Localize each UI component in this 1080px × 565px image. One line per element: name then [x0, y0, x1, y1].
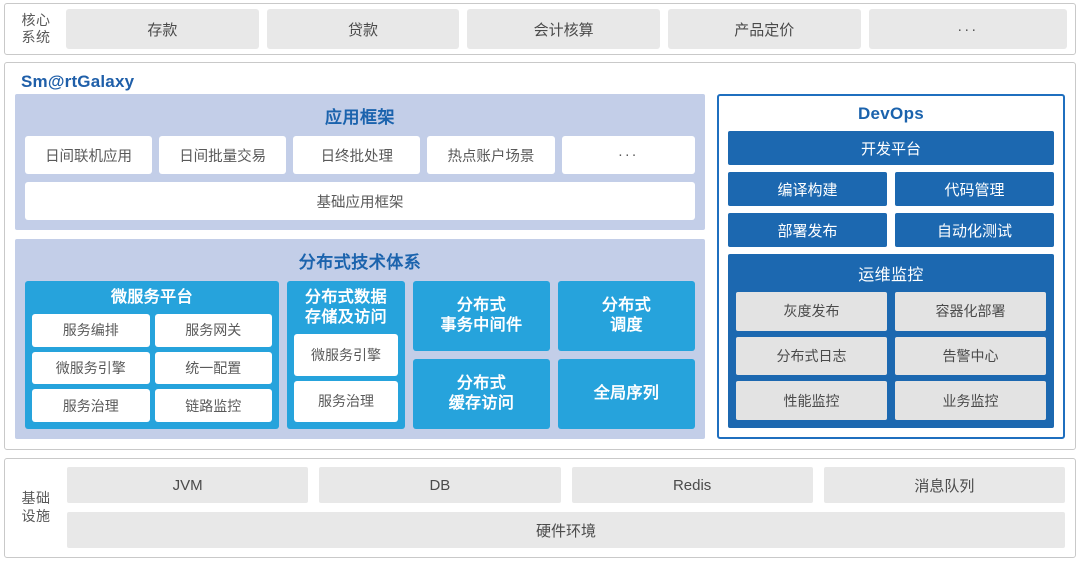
devops-row-build: 编译构建 代码管理 — [728, 172, 1054, 206]
smartgalaxy-left-column: 应用框架 日间联机应用 日间批量交易 日终批处理 热点账户场景 ··· 基础应用… — [15, 94, 705, 439]
core-systems-panel: 核心 系统 存款 贷款 会计核算 产品定价 ··· — [4, 3, 1076, 55]
application-framework-chips: 日间联机应用 日间批量交易 日终批处理 热点账户场景 ··· — [25, 136, 695, 174]
global-sequence-box[interactable]: 全局序列 — [558, 359, 695, 429]
distributed-cache-access-title: 分布式 缓存访问 — [449, 374, 515, 414]
global-sequence-title: 全局序列 — [593, 385, 660, 402]
devops-code-management[interactable]: 代码管理 — [895, 172, 1054, 206]
infra-hardware-environment[interactable]: 硬件环境 — [67, 512, 1065, 548]
infrastructure-label-line2: 设施 — [21, 507, 51, 524]
dist-column-microservice: 微服务平台 服务编排 服务网关 微服务引擎 统一配置 服务治理 链路监控 — [25, 281, 279, 429]
ds-title-line1: 分布式 — [601, 297, 652, 314]
distributed-data-storage-items: 微服务引擎 服务治理 — [287, 334, 405, 429]
app-chip-daytime-online[interactable]: 日间联机应用 — [25, 136, 153, 174]
ms-chip-unified-config[interactable]: 统一配置 — [154, 351, 272, 385]
smartgalaxy-body: 应用框架 日间联机应用 日间批量交易 日终批处理 热点账户场景 ··· 基础应用… — [15, 94, 1065, 439]
infra-chip-redis[interactable]: Redis — [571, 467, 813, 503]
smartgalaxy-panel: Sm@rtGalaxy 应用框架 日间联机应用 日间批量交易 日终批处理 热点账… — [4, 62, 1076, 450]
dtm-title-line1: 分布式 — [456, 297, 507, 314]
devops-section: DevOps 开发平台 编译构建 代码管理 部署发布 自动化测试 运维监控 灰度… — [717, 94, 1065, 439]
infra-chip-db[interactable]: DB — [319, 467, 561, 503]
distributed-transaction-middleware-title: 分布式 事务中间件 — [440, 296, 522, 336]
distributed-data-storage-box: 分布式数据 存储及访问 微服务引擎 服务治理 — [287, 281, 405, 429]
devops-dev-platform[interactable]: 开发平台 — [728, 131, 1054, 165]
dca-title-line1: 分布式 — [456, 375, 507, 392]
distributed-scheduling-box[interactable]: 分布式 调度 — [558, 281, 695, 351]
distributed-scheduling-title: 分布式 调度 — [602, 296, 651, 336]
ops-chip-performance-monitoring[interactable]: 性能监控 — [736, 381, 887, 420]
distributed-transaction-middleware-box[interactable]: 分布式 事务中间件 — [413, 281, 550, 351]
app-chip-daytime-batch[interactable]: 日间批量交易 — [159, 136, 287, 174]
devops-compile-build[interactable]: 编译构建 — [728, 172, 887, 206]
dds-title-line2: 存储及访问 — [304, 309, 387, 326]
application-framework-section: 应用框架 日间联机应用 日间批量交易 日终批处理 热点账户场景 ··· 基础应用… — [15, 94, 705, 230]
core-system-pricing[interactable]: 产品定价 — [667, 9, 861, 49]
ms-chip-microservice-engine[interactable]: 微服务引擎 — [32, 351, 150, 385]
ms-chip-service-gateway[interactable]: 服务网关 — [154, 314, 272, 347]
ops-monitoring-items: 灰度发布 容器化部署 分布式日志 告警中心 性能监控 业务监控 — [736, 292, 1046, 420]
dist-column-data-storage: 分布式数据 存储及访问 微服务引擎 服务治理 — [287, 281, 405, 429]
devops-automated-testing[interactable]: 自动化测试 — [895, 213, 1054, 247]
ops-chip-containerized-deploy[interactable]: 容器化部署 — [895, 292, 1046, 331]
infrastructure-label-line1: 基础 — [21, 490, 51, 507]
infra-chip-message-queue[interactable]: 消息队列 — [823, 467, 1065, 503]
app-chip-hotspot-account[interactable]: 热点账户场景 — [427, 136, 555, 174]
ms-chip-trace-monitoring[interactable]: 链路监控 — [154, 389, 272, 422]
distributed-cache-access-box[interactable]: 分布式 缓存访问 — [413, 359, 550, 429]
devops-row-deploy: 部署发布 自动化测试 — [728, 213, 1054, 247]
devops-title: DevOps — [857, 104, 925, 123]
microservice-platform-box: 微服务平台 服务编排 服务网关 微服务引擎 统一配置 服务治理 链路监控 — [25, 281, 279, 429]
application-framework-title: 应用框架 — [325, 108, 395, 127]
ops-chip-distributed-logging[interactable]: 分布式日志 — [736, 336, 887, 376]
microservice-platform-items: 服务编排 服务网关 微服务引擎 统一配置 服务治理 链路监控 — [25, 314, 279, 429]
ops-chip-alert-center[interactable]: 告警中心 — [895, 336, 1046, 376]
core-system-deposit[interactable]: 存款 — [66, 9, 259, 49]
ds-title-line2: 调度 — [610, 317, 643, 334]
core-systems-items: 存款 贷款 会计核算 产品定价 ··· — [61, 9, 1067, 49]
core-system-accounting[interactable]: 会计核算 — [467, 9, 660, 49]
devops-deploy-release[interactable]: 部署发布 — [728, 213, 887, 247]
infrastructure-panel: 基础 设施 JVM DB Redis 消息队列 硬件环境 — [4, 458, 1076, 558]
ops-chip-gray-release[interactable]: 灰度发布 — [736, 292, 887, 331]
smartgalaxy-title: Sm@rtGalaxy — [21, 72, 135, 91]
core-system-more[interactable]: ··· — [868, 9, 1067, 49]
microservice-platform-title: 微服务平台 — [110, 289, 193, 306]
dds-chip-microservice-engine[interactable]: 微服务引擎 — [294, 334, 398, 376]
dist-column-transaction: 分布式 事务中间件 分布式 缓存访问 — [413, 281, 550, 429]
infra-chip-jvm[interactable]: JVM — [67, 467, 309, 503]
infrastructure-label: 基础 设施 — [11, 467, 61, 548]
dca-title-line2: 缓存访问 — [448, 395, 515, 412]
dds-chip-service-governance[interactable]: 服务治理 — [294, 380, 398, 422]
infrastructure-body: JVM DB Redis 消息队列 硬件环境 — [61, 467, 1065, 548]
dds-title-line1: 分布式数据 — [304, 289, 387, 306]
distributed-tech-columns: 微服务平台 服务编排 服务网关 微服务引擎 统一配置 服务治理 链路监控 — [25, 281, 695, 429]
distributed-data-storage-title: 分布式数据 存储及访问 — [287, 281, 405, 334]
ms-chip-service-orchestration[interactable]: 服务编排 — [32, 314, 150, 347]
dist-column-scheduling: 分布式 调度 全局序列 — [558, 281, 695, 429]
distributed-tech-title: 分布式技术体系 — [298, 253, 422, 272]
app-chip-more[interactable]: ··· — [561, 136, 695, 174]
ms-chip-service-governance[interactable]: 服务治理 — [32, 389, 150, 422]
app-chip-eod-batch[interactable]: 日终批处理 — [293, 136, 421, 174]
core-systems-label-line1: 核心 — [21, 11, 51, 28]
smartgalaxy-right-column: DevOps 开发平台 编译构建 代码管理 部署发布 自动化测试 运维监控 灰度… — [717, 94, 1065, 439]
ops-monitoring-title: 运维监控 — [858, 267, 924, 284]
core-systems-label-line2: 系统 — [21, 29, 51, 45]
dtm-title-line2: 事务中间件 — [440, 317, 523, 334]
distributed-tech-section: 分布式技术体系 微服务平台 服务编排 服务网关 微服务引擎 统一配置 — [15, 239, 705, 439]
app-base-framework[interactable]: 基础应用框架 — [25, 182, 695, 220]
core-systems-label: 核心 系统 — [11, 9, 61, 49]
infrastructure-items: JVM DB Redis 消息队列 — [67, 467, 1065, 503]
core-system-loan[interactable]: 贷款 — [266, 9, 460, 49]
ops-monitoring-box: 运维监控 灰度发布 容器化部署 分布式日志 告警中心 性能监控 业务监控 — [728, 254, 1054, 428]
ops-chip-business-monitoring[interactable]: 业务监控 — [895, 381, 1046, 420]
